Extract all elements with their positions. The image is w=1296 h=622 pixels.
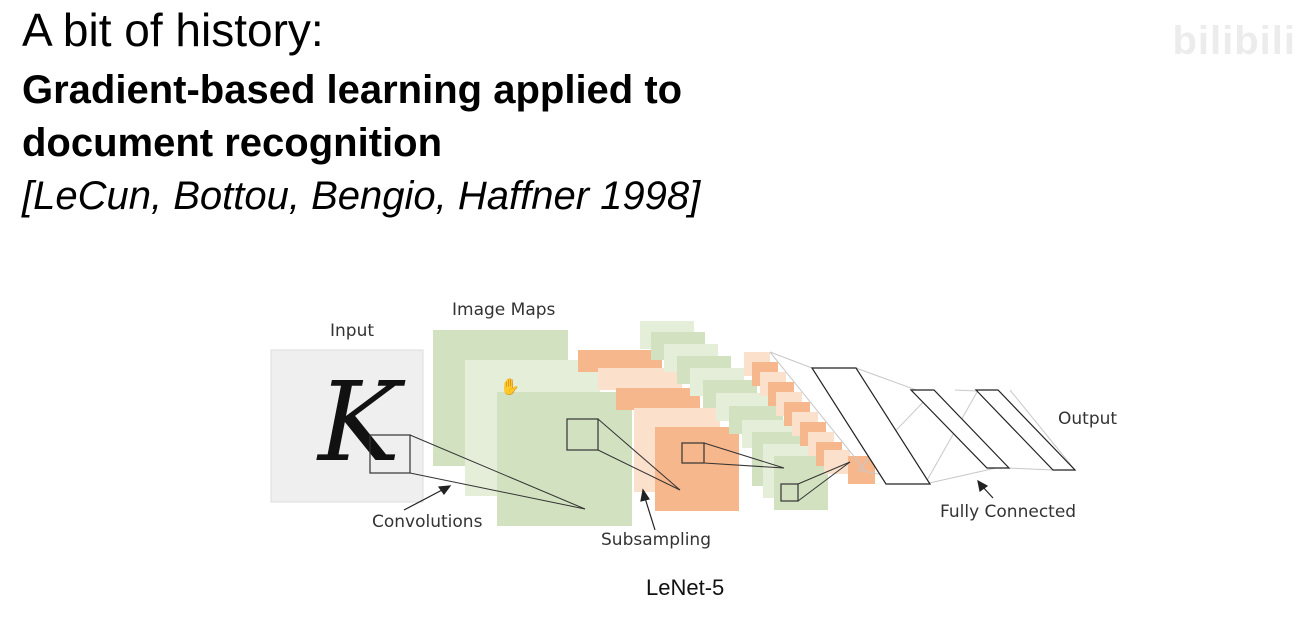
conv2-feature-maps [640, 321, 828, 510]
projection-line [597, 449, 681, 491]
subsample1-maps [578, 350, 739, 511]
diagram-caption: LeNet-5 [646, 575, 725, 600]
subsample1-map [598, 368, 682, 390]
projection-line [703, 462, 785, 469]
watermark-logo: bilibili [1172, 19, 1296, 63]
paper-title-line-2: document recognition [22, 121, 442, 165]
fc-layer-2 [909, 389, 1011, 469]
label-image-maps: Image Maps [452, 300, 556, 320]
subsample1-map [655, 427, 739, 511]
hand-cursor-icon: ✋ [500, 379, 520, 396]
projection-line [797, 461, 851, 502]
label-fully-connected: Fully Connected [940, 502, 1077, 522]
label-subsampling: Subsampling [601, 530, 711, 550]
projection-line [797, 461, 851, 485]
slide-title: A bit of history: [22, 4, 324, 56]
label-output: Output [1058, 409, 1118, 429]
fc-layer-1 [810, 367, 932, 485]
label-arrows [403, 479, 994, 531]
input-image [270, 349, 424, 503]
projection-line [597, 418, 681, 491]
conv1-receptive-field [566, 418, 599, 451]
projection-line [409, 434, 586, 510]
subsample2-map [824, 450, 850, 474]
input-receptive-field [369, 434, 411, 474]
conv1-map [497, 392, 632, 526]
projection-line [703, 442, 785, 469]
label-convolutions: Convolutions [372, 512, 483, 532]
projection-line [409, 472, 586, 510]
conv2-receptive-field [780, 483, 799, 502]
subsample1-map [578, 350, 662, 372]
label-input: Input [330, 321, 375, 341]
subsample1-receptive-field [681, 442, 705, 464]
conv1-feature-maps [433, 330, 632, 526]
fc-layer-output [974, 389, 1077, 471]
subsample1-map [616, 388, 700, 410]
input-glyph: K [316, 358, 406, 486]
paper-authors: [LeCun, Bottou, Bengio, Haffner 1998] [22, 174, 701, 218]
paper-title: Gradient-based learning applied to docum… [22, 64, 682, 170]
subsample2-maps [744, 352, 875, 484]
paper-title-line-1: Gradient-based learning applied to [22, 68, 683, 112]
